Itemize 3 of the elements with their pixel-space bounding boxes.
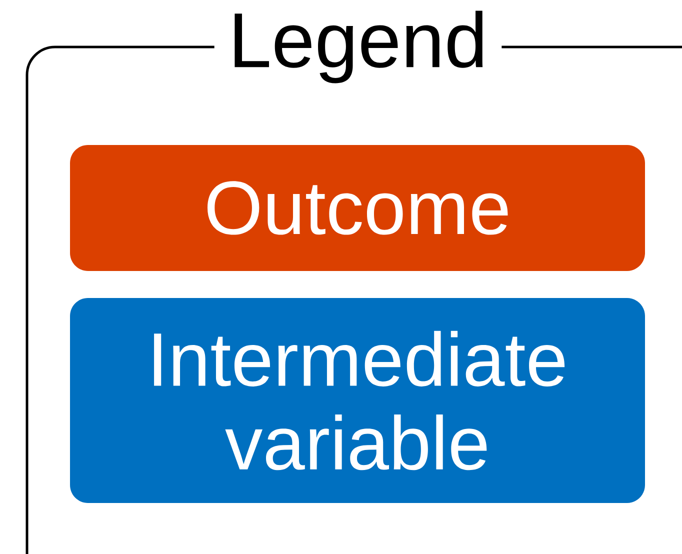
legend-label: Intermediate variable xyxy=(154,330,565,470)
legend-label: Outcome xyxy=(208,181,508,235)
legend-title: Legend xyxy=(214,10,502,84)
